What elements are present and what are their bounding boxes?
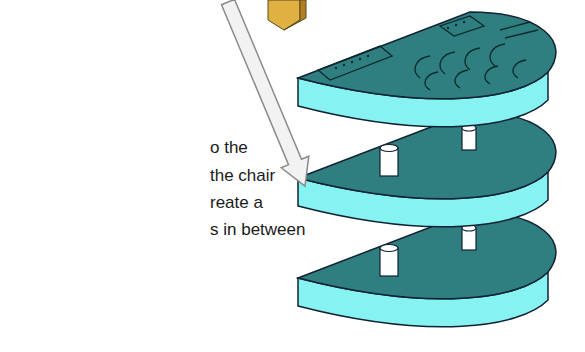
pillar — [380, 125, 476, 176]
disc-layer — [298, 212, 556, 327]
box-illustration — [268, 0, 306, 30]
disc-layer — [298, 12, 556, 127]
callout-text: the chair — [210, 166, 275, 186]
callout-text: reate a — [210, 193, 263, 213]
callout-text: s in between — [210, 220, 305, 240]
pillar — [380, 225, 476, 276]
pointer-arrow — [222, 0, 309, 186]
callout-text: o the — [210, 138, 248, 158]
disc-layer — [298, 112, 556, 227]
circuit-drawing — [318, 16, 538, 90]
circuit-dots — [335, 21, 465, 69]
